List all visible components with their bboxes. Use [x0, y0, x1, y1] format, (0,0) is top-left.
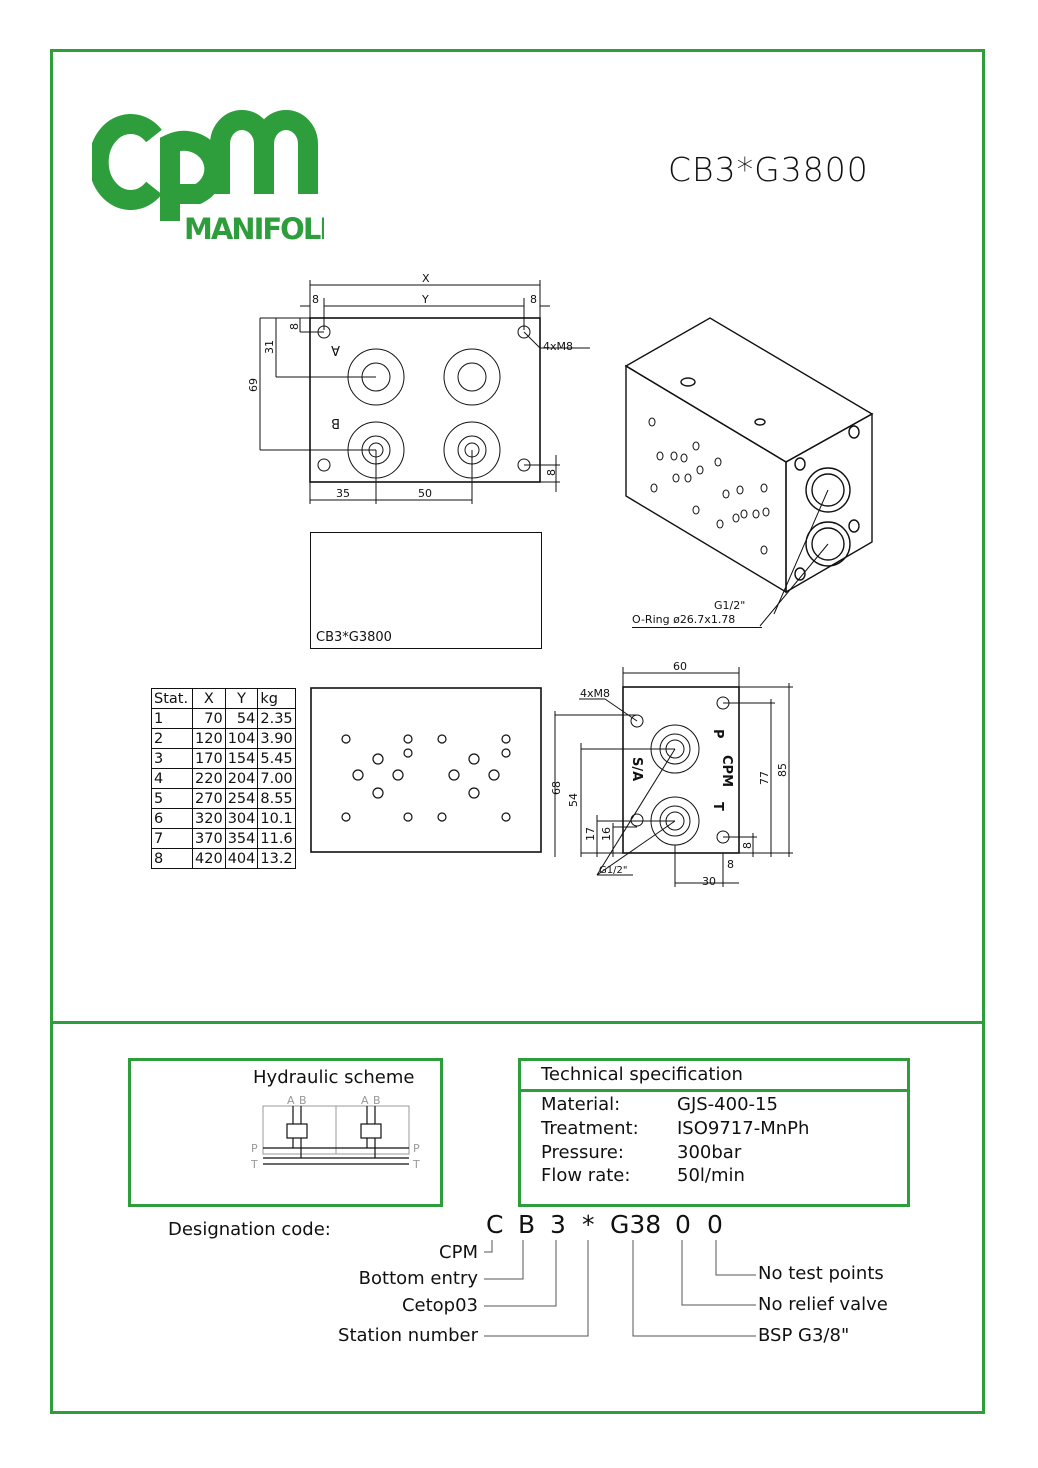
code-char: G38 — [610, 1210, 662, 1239]
code-label-cpm: CPM — [439, 1242, 478, 1263]
spec-value: 50l/min — [677, 1165, 745, 1186]
scheme-t: T — [250, 1158, 258, 1171]
col-header: Y — [224, 688, 259, 709]
dim-bottom-offset: 8 — [545, 469, 558, 476]
bolt-note: 4xM8 — [543, 340, 573, 353]
designation-leaders — [484, 1240, 756, 1337]
code-char: 0 — [707, 1210, 723, 1239]
code-char: C — [486, 1210, 504, 1239]
cpm-manifold-logo: MANIFOLD — [92, 110, 324, 246]
hydraulic-scheme-title: Hydraulic scheme — [253, 1067, 415, 1088]
dim-top-offset: 8 — [288, 323, 301, 330]
code-label-station: Station number — [338, 1325, 478, 1346]
code-label-cetop: Cetop03 — [401, 1295, 478, 1316]
logo-subtext: MANIFOLD — [184, 212, 324, 246]
scheme-p: P — [413, 1142, 420, 1155]
dim-8b: 8 — [727, 858, 734, 871]
model-title: CB3*G3800 — [668, 150, 869, 189]
spec-value: ISO9717-MnPh — [677, 1118, 810, 1139]
spec-value: 300bar — [677, 1142, 742, 1163]
spec-label: Treatment: — [541, 1118, 639, 1139]
iso-note-underline — [632, 627, 762, 628]
iso-thread-note: G1/2" — [714, 599, 746, 612]
code-label-relief: No relief valve — [758, 1294, 888, 1315]
spec-value: GJS-400-15 — [677, 1094, 778, 1115]
dim-16: 16 — [600, 827, 613, 841]
spec-label: Material: — [541, 1094, 621, 1115]
hydraulic-symbol: A B A B P T P T — [250, 1094, 420, 1171]
code-label-test-points: No test points — [758, 1263, 884, 1284]
scheme-a: A — [361, 1094, 369, 1107]
port-b-label: B — [331, 415, 340, 430]
side-bolt-note: 4xM8 — [580, 687, 610, 700]
port-sa-label: S/A — [629, 757, 644, 781]
port-a-label: A — [331, 342, 340, 357]
scheme-a: A — [287, 1094, 295, 1107]
scheme-t: T — [412, 1158, 420, 1171]
dim-left-offset: 8 — [312, 293, 319, 306]
tech-spec-header: Technical specification — [521, 1061, 907, 1092]
dim-77: 77 — [758, 771, 771, 785]
tech-spec-box: Technical specification Material: GJS-40… — [518, 1058, 910, 1207]
code-char: B — [518, 1210, 536, 1239]
col-header: X — [192, 688, 226, 709]
dim-60: 60 — [673, 660, 687, 673]
side-view-drawing: 60 4xM8 68 54 17 16 77 85 8 8 30 G1/2" S… — [550, 660, 793, 888]
spec-label: Pressure: — [541, 1142, 624, 1163]
dim-85: 85 — [776, 763, 789, 777]
code-char: 3 — [550, 1210, 566, 1239]
scheme-b: B — [299, 1094, 307, 1107]
code-label-bottom-entry: Bottom entry — [358, 1268, 478, 1289]
dim-69: 69 — [247, 378, 260, 392]
dim-54: 54 — [567, 793, 580, 807]
top-view-drawing: X Y 8 8 8 31 69 35 50 8 4xM8 A B — [247, 272, 590, 504]
col-header: kg — [257, 688, 296, 709]
hydraulic-scheme-box: Hydraulic scheme A B A B P T P T — [128, 1058, 443, 1207]
port-p-label: P — [710, 729, 725, 739]
front-view-label: CB3*G3800 — [316, 630, 392, 645]
dim-x: X — [422, 272, 430, 285]
side-thread-note: G1/2" — [599, 865, 627, 876]
code-label-bsp: BSP G3/8" — [758, 1325, 850, 1346]
bottom-view-drawing — [310, 687, 542, 853]
scheme-b: B — [373, 1094, 381, 1107]
designation-label: Designation code: — [168, 1219, 331, 1240]
port-t-label: T — [710, 802, 725, 811]
front-view-box: CB3*G3800 — [310, 532, 542, 649]
code-char: * — [582, 1210, 595, 1239]
iso-oring-note: O-Ring ø26.7x1.78 — [632, 613, 736, 626]
dim-35: 35 — [336, 487, 350, 500]
side-cpm-label: CPM — [719, 755, 734, 787]
dim-right-offset: 8 — [530, 293, 537, 306]
dim-y: Y — [421, 293, 429, 306]
dim-17: 17 — [584, 827, 597, 841]
page-frame — [50, 49, 985, 1414]
dim-68: 68 — [550, 781, 563, 795]
dim-50: 50 — [418, 487, 432, 500]
section-divider — [50, 1021, 985, 1024]
isometric-view — [624, 317, 874, 627]
dim-31: 31 — [263, 340, 276, 354]
scheme-p: P — [251, 1142, 258, 1155]
dim-8a: 8 — [741, 842, 754, 849]
tech-spec-title: Technical specification — [541, 1064, 743, 1085]
code-char: 0 — [675, 1210, 691, 1239]
col-header: Stat. — [151, 688, 193, 709]
dim-30: 30 — [702, 875, 716, 888]
spec-label: Flow rate: — [541, 1165, 631, 1186]
